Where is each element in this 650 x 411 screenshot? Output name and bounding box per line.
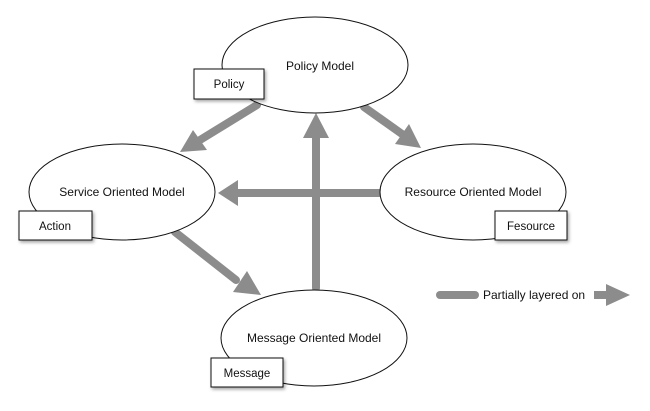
arrows (171, 101, 630, 306)
legend: Partially layered on (483, 288, 585, 302)
arrow-resource-to-service (218, 180, 386, 206)
policy-tag-label: Policy (214, 79, 245, 91)
action-tag-box (18, 210, 93, 241)
message-tag-label: Message (224, 368, 271, 380)
resource-tag-label: Fesource (507, 221, 555, 233)
service-oriented-model-node: Service Oriented Model Action (18, 143, 216, 241)
resource-oriented-model-node: Resource Oriented Model Fesource (379, 143, 568, 241)
arrow-message-to-policy (303, 113, 329, 292)
policy-model-label: Policy Model (286, 59, 354, 73)
legend-arrow (436, 284, 630, 306)
action-tag-label: Action (39, 221, 71, 233)
policy-tag-box (193, 68, 265, 100)
legend-label: Partially layered on (483, 288, 585, 302)
resource-tag-box (494, 210, 568, 241)
policy-model-node: Policy Model Policy (193, 16, 409, 114)
arrow-policy-to-service (180, 101, 261, 152)
arrow-policy-to-resource (360, 103, 421, 148)
resource-oriented-model-label: Resource Oriented Model (405, 185, 542, 199)
message-tag-box (210, 357, 284, 388)
message-oriented-model-label: Message Oriented Model (247, 331, 381, 345)
message-oriented-model-node: Message Oriented Model Message (210, 289, 408, 388)
policy-model-ellipse (221, 16, 409, 114)
arrow-service-to-message (171, 228, 261, 295)
service-oriented-model-label: Service Oriented Model (59, 185, 184, 199)
